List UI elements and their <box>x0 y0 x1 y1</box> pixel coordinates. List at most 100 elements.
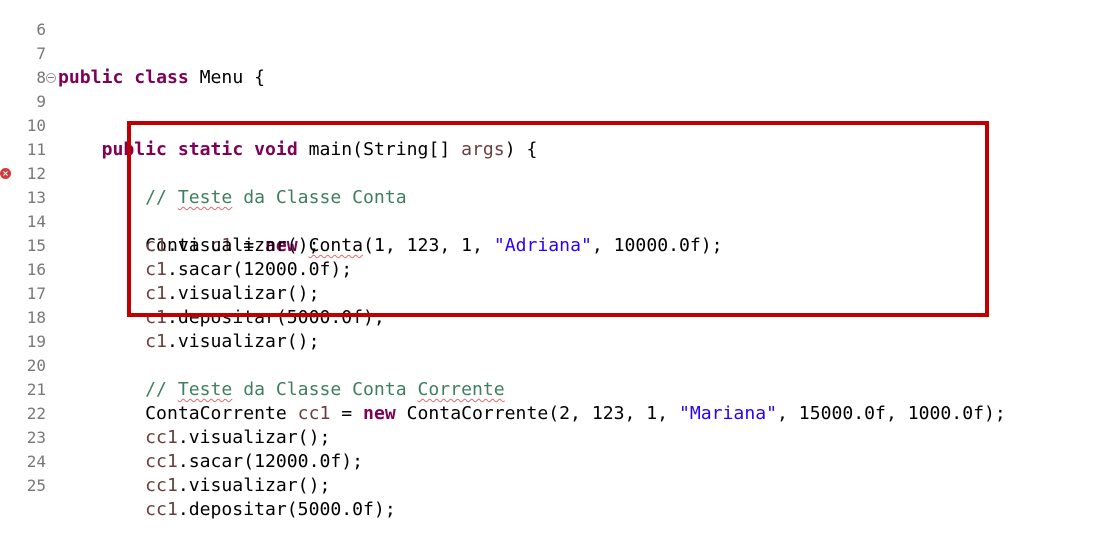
code-line[interactable]: 6 <box>0 0 1108 39</box>
code-line[interactable]: 23 cc1.sacar(12000.0f); <box>0 402 1108 472</box>
code-token: Conta <box>145 235 211 256</box>
local-variable: c1 <box>145 235 167 256</box>
code-text: c1.visualizar(); <box>58 330 319 354</box>
code-line[interactable]: 11 <box>0 114 1108 159</box>
code-line[interactable]: 15 c1.sacar(12000.0f); <box>0 210 1108 280</box>
code-token: .visualizar(); <box>166 331 320 352</box>
line-number: 12 <box>26 164 46 183</box>
keyword: class <box>134 67 189 88</box>
line-number: 6 <box>36 20 46 39</box>
keyword: public <box>58 67 124 88</box>
code-line[interactable]: 21 ContaCorrente cc1 = new ContaCorrente… <box>0 354 1108 424</box>
code-line[interactable]: 10 <box>0 90 1108 135</box>
code-token: = <box>330 403 364 424</box>
code-token: .visualizar(); <box>166 283 320 304</box>
code-token: ContaCorrente <box>145 403 298 424</box>
spelling-warning: Teste <box>177 379 233 400</box>
local-variable: cc1 <box>145 475 178 496</box>
local-variable: cc1 <box>297 403 331 424</box>
error-underline: Conta <box>308 235 364 256</box>
code-line[interactable]: 7 public class Menu { <box>0 18 1108 88</box>
keyword: void <box>254 139 298 160</box>
line-number: 15 <box>26 236 46 255</box>
code-line[interactable]: 12 // Teste da Classe Conta <box>0 138 1108 208</box>
line-number: 13 <box>26 188 46 207</box>
code-line[interactable]: 8 <box>0 42 1108 87</box>
local-variable: c1 <box>145 283 167 304</box>
line-number: 18 <box>26 308 46 327</box>
code-line[interactable]: 20 // Teste da Classe Conta Corrente <box>0 330 1108 400</box>
code-token: .visualizar(); <box>177 475 331 496</box>
code-line[interactable]: 24 cc1.visualizar(); <box>0 426 1108 496</box>
error-icon[interactable]: × <box>0 168 11 179</box>
code-line[interactable]: 19 <box>0 306 1108 351</box>
comment-token: da Classe Conta <box>232 379 418 400</box>
line-number: 14 <box>26 212 46 231</box>
code-token: .sacar(12000.0f); <box>177 451 364 472</box>
code-token: .depositar(5000.0f); <box>177 499 396 520</box>
local-variable: cc1 <box>145 427 178 448</box>
parameter-name: args <box>461 139 505 160</box>
code-text: ContaCorrente cc1 = new ContaCorrente(2,… <box>58 402 1006 426</box>
code-token: ContaCorrente(2, 123, 1, <box>395 403 679 424</box>
line-number: 7 <box>36 44 46 63</box>
code-line[interactable]: 18 c1.visualizar(); <box>0 282 1108 352</box>
keyword: new <box>265 235 298 256</box>
line-number: 23 <box>26 428 46 447</box>
local-variable: cc1 <box>145 499 178 520</box>
code-text: c1.depositar(5000.0f); <box>58 306 385 330</box>
local-variable: c1 <box>145 259 167 280</box>
spelling-warning: Corrente <box>417 379 505 400</box>
code-line[interactable]: 16 c1.visualizar(); <box>0 234 1108 304</box>
code-text: c1.visualizar(); <box>58 282 319 306</box>
comment-token: // <box>145 187 178 208</box>
line-number: 16 <box>26 260 46 279</box>
code-token: = <box>232 235 266 256</box>
code-text: c1.visualizar(); <box>58 234 319 258</box>
keyword: new <box>363 403 396 424</box>
string-literal: "Mariana" <box>678 403 778 424</box>
line-number: 20 <box>26 356 46 375</box>
line-number: 19 <box>26 332 46 351</box>
code-token: , 15000.0f, 1000.0f); <box>777 403 1006 424</box>
code-line[interactable]: 17 c1.depositar(5000.0f); <box>0 258 1108 328</box>
line-number: 11 <box>26 140 46 159</box>
code-token: .visualizar(); <box>166 235 320 256</box>
spelling-warning: Teste <box>177 187 233 208</box>
local-variable: c1 <box>145 307 167 328</box>
code-token: .visualizar(); <box>177 427 331 448</box>
comment-token: // <box>145 379 178 400</box>
code-line[interactable]: 22 cc1.visualizar(); <box>0 378 1108 448</box>
code-token: Menu { <box>188 67 266 88</box>
code-token: (1, 123, 1, <box>363 235 494 256</box>
code-token: ) { <box>504 139 538 160</box>
code-text: cc1.sacar(12000.0f); <box>58 450 363 474</box>
code-token: .depositar(5000.0f); <box>166 307 385 328</box>
code-text: Conta c1 = new Conta(1, 123, 1, "Adriana… <box>58 234 723 258</box>
code-text: c1.sacar(12000.0f); <box>58 258 352 282</box>
line-number: 9 <box>36 92 46 111</box>
line-number: 17 <box>26 284 46 303</box>
code-token: main(String[] <box>297 139 462 160</box>
code-text: public class Menu { <box>58 66 265 90</box>
code-line[interactable]: 25 cc1.depositar(5000.0f); <box>0 450 1108 520</box>
code-comment: // Teste da Classe Conta Corrente <box>58 378 505 402</box>
line-number: 22 <box>26 404 46 423</box>
keyword: static <box>177 139 244 160</box>
fold-collapse-icon[interactable] <box>46 73 56 83</box>
code-editor[interactable]: 6 7 public class Menu { 8 9 public stati… <box>0 0 1108 520</box>
code-token: , 10000.0f); <box>591 235 723 256</box>
code-comment: // Teste da Classe Conta <box>58 186 407 210</box>
code-text: cc1.depositar(5000.0f); <box>58 498 396 522</box>
line-number: 21 <box>26 380 46 399</box>
code-line[interactable]: 13 × Conta c1 = new Conta(1, 123, 1, "Ad… <box>0 162 1108 256</box>
local-variable: c1 <box>210 235 233 256</box>
comment-token: da Classe Conta <box>232 187 407 208</box>
local-variable: c1 <box>145 331 167 352</box>
line-number: 8 <box>36 68 46 87</box>
keyword: public <box>101 139 167 160</box>
code-line[interactable]: 9 public static void main(String[] args)… <box>0 66 1108 160</box>
code-line[interactable]: 14 c1.visualizar(); <box>0 186 1108 256</box>
line-number: 10 <box>26 116 46 135</box>
code-token: .sacar(12000.0f); <box>166 259 353 280</box>
